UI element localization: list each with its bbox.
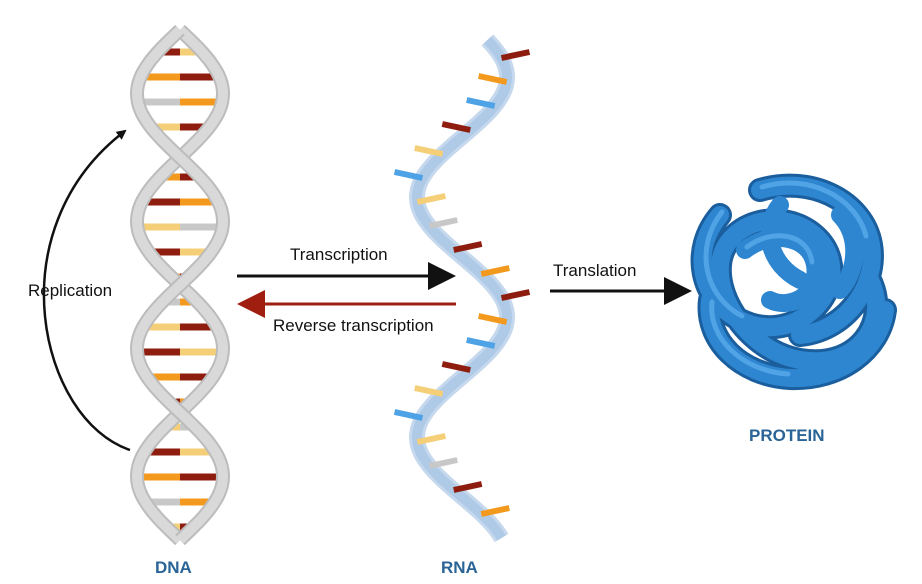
translation-label: Translation [553,261,636,280]
rna-caption: RNA [441,558,478,577]
reverse-transcription-arrow [237,290,456,318]
reverse-transcription-label: Reverse transcription [273,316,434,335]
replication-label: Replication [28,281,112,300]
dna-caption: DNA [155,558,192,577]
replication-arrow [42,129,131,452]
dna-double-helix-icon [129,24,231,546]
transcription-arrow [237,262,456,290]
transcription-label: Transcription [290,245,388,264]
translation-arrow [550,277,692,305]
rna-single-strand-icon [393,34,531,543]
folded-protein-icon [690,173,897,391]
protein-caption: PROTEIN [749,426,825,445]
